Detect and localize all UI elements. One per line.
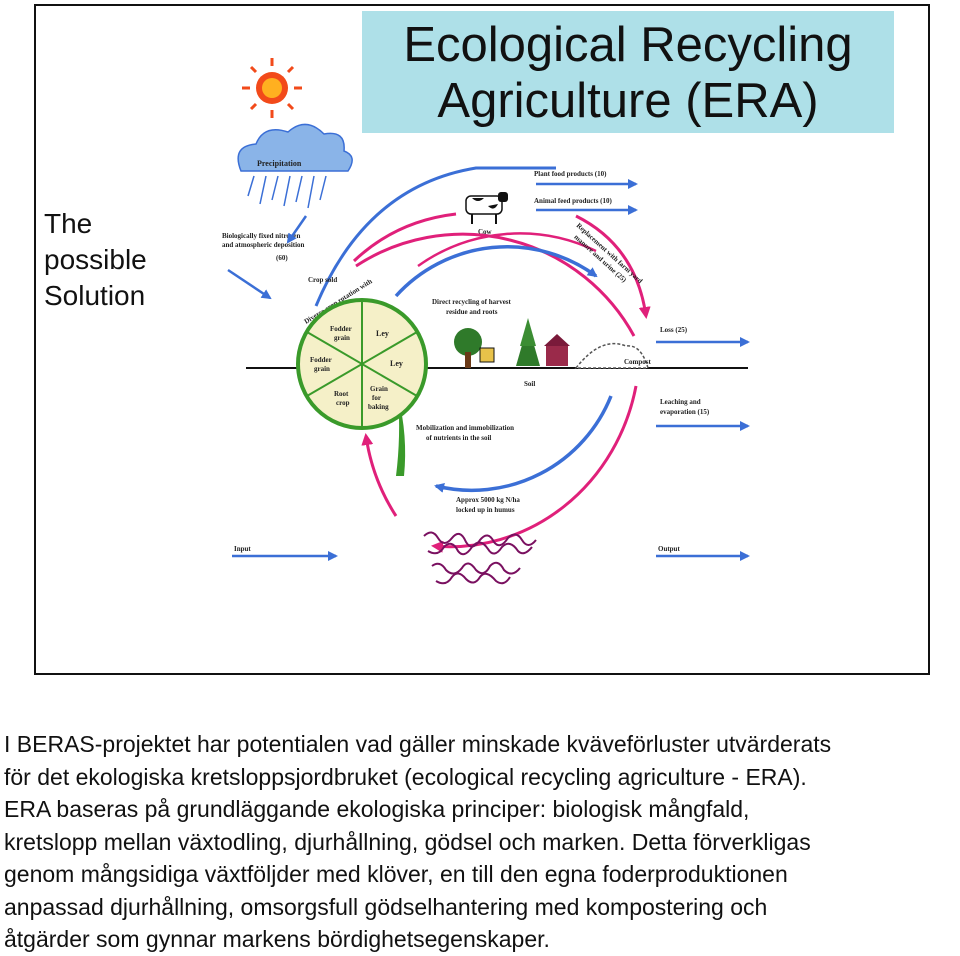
wheel-segment-4c: baking [368,403,389,411]
leaching-label-1: Leaching and [660,398,701,406]
plant-root-icon [396,396,406,476]
caption-line-6: anpassad djurhållning, omsorgsfull gödse… [4,893,768,920]
wheel-segment-3: Ley [390,359,403,368]
side-label-line-1: The [44,208,93,239]
bio-fixed-label-3: (60) [276,254,288,262]
output-label: Output [658,545,680,553]
cloud-icon [237,123,353,209]
wheel-segment-1b: grain [334,334,350,342]
title-banner: Ecological Recycling Agriculture (ERA) [362,11,894,133]
leaching-label-2: evaporation (15) [660,408,710,416]
precipitation-label: Precipitation [257,159,302,168]
caption-line-3: ERA baseras på grundläggande ekologiska … [4,796,750,822]
side-label-line-2: possible [44,244,147,275]
caption-line-1: I BERAS-projektet har potentialen vad gä… [4,731,832,757]
mobilization-label-1: Mobilization and immobilization [416,424,514,432]
side-label: The possible Solution [44,206,147,314]
side-label-line-3: Solution [44,280,146,311]
era-diagram: Precipitation Biologically fixed nitroge… [222,58,750,585]
title-line-2: Agriculture (ERA) [437,74,819,128]
crop-sold-arc [314,166,556,307]
wheel-segment-4b: for [372,394,381,402]
crop-rotation-wheel [296,298,428,430]
magenta-arc-top-left [352,212,457,263]
caption-line-7: åtgärder som gynnar markens bördighetseg… [4,926,550,952]
wheel-segment-4a: Grain [370,385,388,393]
bio-fixed-label-2: and atmospheric deposition [222,241,305,249]
title-line-1: Ecological Recycling [403,18,853,72]
caption-line-5: genom mångsidiga växtföljder med klöver,… [4,861,788,887]
soil-label: Soil [524,380,535,388]
nitrogen-input-arrow [227,268,272,300]
mobilization-label-2: of nutrients in the soil [426,434,491,442]
slide-frame: Ecological Recycling Agriculture (ERA) T… [34,4,930,675]
approx-humus-label-2: locked up in humus [456,506,515,514]
direct-recycling-label-1: Direct recycling of harvest [432,298,512,306]
blue-inner-ring-bottom [434,395,613,493]
crop-sold-label: Crop sold [308,276,337,284]
humus-icon [423,531,537,585]
loss-label: Loss (25) [660,326,688,334]
sun-icon [242,58,302,118]
wheel-segment-5a: Root [334,390,349,398]
caption-paragraph: I BERAS-projektet har potentialen vad gä… [4,728,958,956]
wheel-segment-6b: grain [314,365,330,373]
compost-label: Compost [624,358,652,366]
wheel-segment-1: Fodder [330,325,352,333]
caption-line-4: kretslopp mellan växtodling, djurhållnin… [4,828,811,855]
wheel-segment-5b: crop [336,399,350,407]
bio-fixed-label-1: Biologically fixed nitrogen [222,232,301,240]
magenta-arc-top-right [575,214,651,319]
plant-food-label: Plant food products (10) [534,170,607,178]
blue-inner-ring-top [394,245,598,298]
cow-icon [465,192,508,224]
direct-recycling-label-2: residue and roots [446,308,498,316]
magenta-mid-ring [417,232,597,268]
caption-line-2: för det ekologiska kretsloppsjordbruket … [4,763,807,790]
input-label: Input [234,545,251,553]
wheel-segment-2: Ley [376,329,389,338]
approx-humus-label-1: Approx 5000 kg N/ha [456,496,520,504]
magenta-arc-left [361,433,398,517]
wheel-segment-6a: Fodder [310,356,332,364]
farm-scene-icon [454,318,570,368]
cow-label: Cow [478,228,493,236]
animal-feed-label: Animal feed products (10) [534,197,613,205]
precipitation-arrow [286,215,308,244]
magenta-outer-ring [355,232,636,337]
compost-heap-icon [574,342,650,369]
